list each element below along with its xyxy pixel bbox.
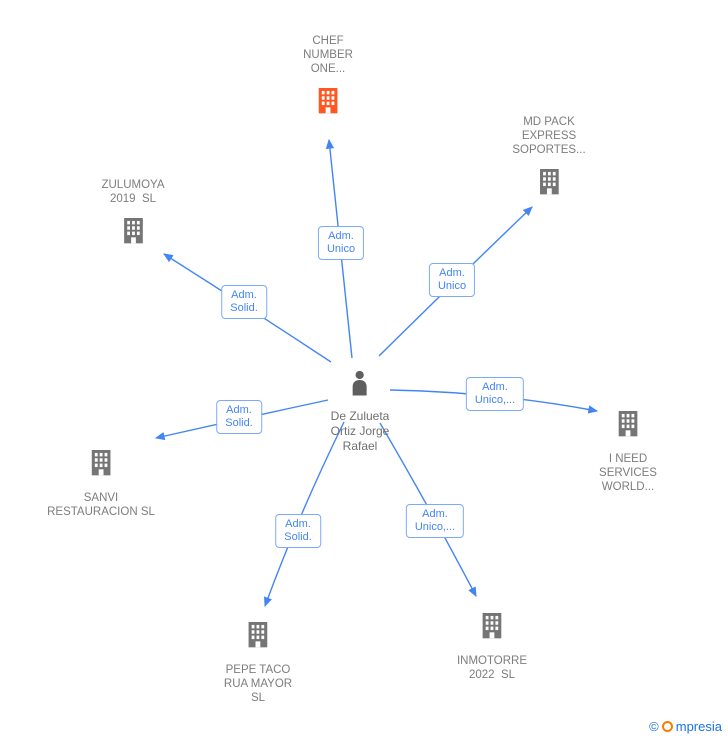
building-icon — [117, 214, 149, 251]
edge-label-adm-solid-zulumoya: Adm.Solid. — [221, 285, 267, 319]
company-node-sanvi-restauracion[interactable]: SANVI RESTAURACION SL — [47, 446, 155, 519]
company-node-inmotorre[interactable]: INMOTORRE 2022 SL — [457, 609, 527, 682]
building-icon — [85, 446, 117, 483]
edge-label-adm-unico-chef: Adm.Unico — [317, 226, 365, 260]
company-node-chef-number-one[interactable]: CHEF NUMBER ONE... — [303, 34, 353, 121]
empresia-logo-icon — [661, 721, 673, 732]
company-label: PEPE TACO RUA MAYOR SL — [223, 664, 293, 704]
brand-text: mpresia — [675, 719, 722, 734]
company-label: MD PACK EXPRESS SOPORTES... — [512, 116, 586, 156]
copyright-symbol: © — [649, 719, 659, 734]
person-name: De Zulueta Ortiz Jorge Rafael — [330, 409, 390, 453]
edge-label-adm-solid-pepetaco: Adm.Solid. — [275, 514, 321, 548]
company-node-i-need-services[interactable]: I NEED SERVICES WORLD... — [599, 407, 657, 494]
edge-label-adm-unico-mdpack: Adm.Unico — [428, 263, 476, 297]
edge-label-adm-unico-inmotorre: Adm.Unico,... — [405, 504, 465, 538]
edge-label-adm-unico-ineed: Adm.Unico,... — [465, 377, 525, 411]
company-label: INMOTORRE 2022 SL — [456, 655, 528, 681]
person-icon — [345, 368, 375, 403]
company-node-md-pack-express[interactable]: MD PACK EXPRESS SOPORTES... — [512, 115, 586, 202]
building-icon — [312, 84, 344, 121]
company-label: SANVI RESTAURACION SL — [47, 492, 155, 518]
company-label: CHEF NUMBER ONE... — [303, 35, 353, 75]
building-icon — [242, 618, 274, 655]
company-label: I NEED SERVICES WORLD... — [599, 453, 657, 493]
person-node-de-zulueta[interactable]: De Zulueta Ortiz Jorge Rafael — [330, 368, 390, 454]
edge-label-adm-solid-sanvi: Adm.Solid. — [216, 400, 262, 434]
building-icon — [476, 609, 508, 646]
company-node-pepe-taco[interactable]: PEPE TACO RUA MAYOR SL — [224, 618, 292, 705]
building-icon — [612, 407, 644, 444]
company-label: ZULUMOYA 2019 SL — [101, 179, 165, 205]
company-node-zulumoya[interactable]: ZULUMOYA 2019 SL — [101, 178, 165, 251]
building-icon — [533, 165, 565, 202]
empresia-watermark[interactable]: © mpresia — [649, 719, 722, 734]
